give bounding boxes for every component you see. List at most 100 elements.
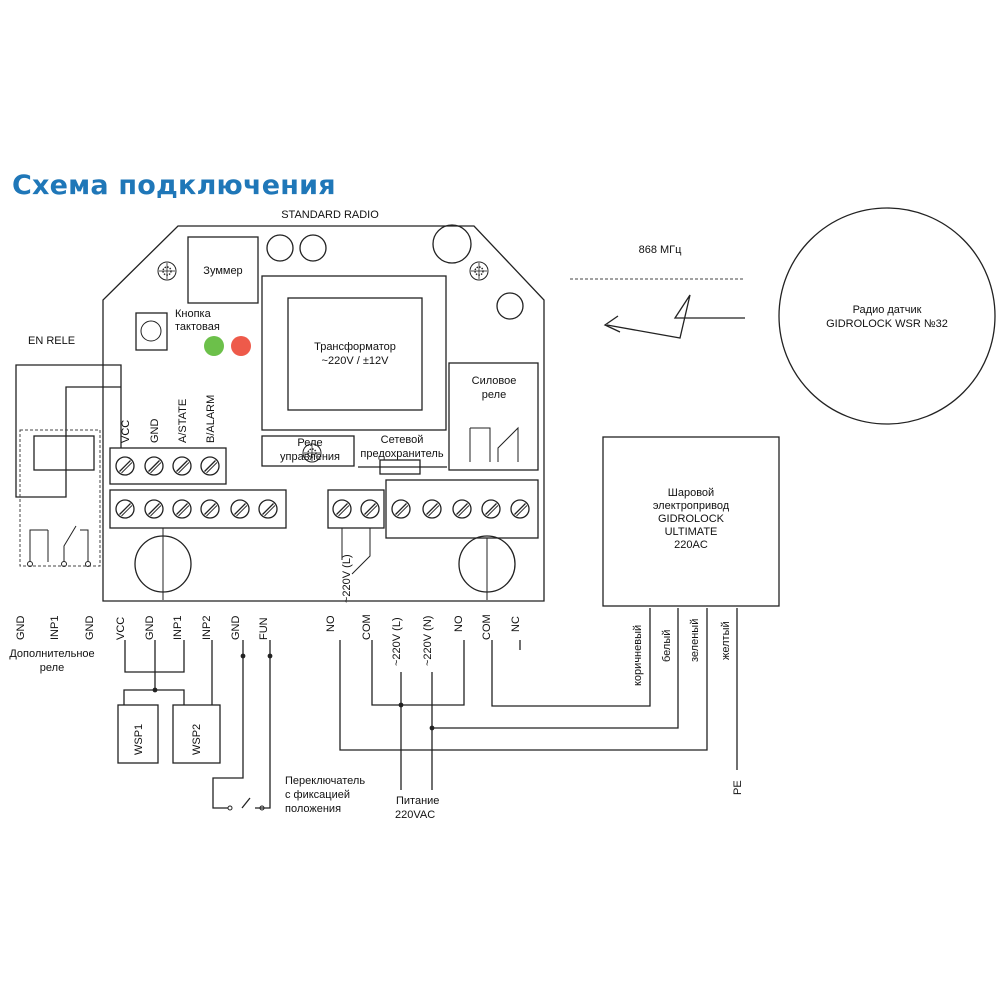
power-label-2: 220VAC — [395, 809, 435, 821]
bottom-terminal-label: GND — [230, 616, 242, 641]
button-label-2: тактовая — [175, 321, 220, 333]
terminal-dot — [27, 561, 33, 567]
control-relay-label-2: управления — [280, 451, 340, 463]
terminal-screw-icon — [258, 499, 278, 519]
transformer-label-2: ~220V / ±12V — [322, 355, 390, 367]
actuator-label: электропривод — [653, 500, 730, 512]
round-component-4 — [496, 292, 524, 320]
radio-sensor — [778, 207, 996, 425]
external-relay-module — [19, 429, 101, 567]
external-relay-coil — [33, 435, 95, 471]
terminal-screw-icon — [115, 456, 135, 476]
en-rele-wire — [15, 364, 122, 498]
power-n-wire — [431, 608, 679, 790]
pe-label: PE — [732, 780, 744, 795]
terminal-screw-icon — [115, 499, 135, 519]
switch-contact — [259, 805, 265, 811]
buzzer-box — [187, 236, 259, 304]
sensor-label-2: GIDROLOCK WSR №32 — [826, 318, 948, 330]
power-terminal-label: NO — [325, 615, 337, 632]
power-terminal-label: ~220V (L) — [391, 617, 403, 666]
ext-relay-label-2: реле — [40, 662, 64, 674]
wsp1-sensor — [117, 704, 159, 764]
bottom-terminal-label: INP1 — [172, 616, 184, 640]
transformer-label-1: Трансформатор — [314, 341, 396, 353]
terminal-screw-icon — [360, 499, 380, 519]
terminal-screw-icon — [452, 499, 472, 519]
top-terminal-label: B/ALARM — [205, 395, 217, 443]
bottom-left-terminal-block — [109, 489, 287, 529]
power-relay-contact-icon — [469, 426, 519, 462]
ext-relay-terminal-label: GND — [84, 616, 96, 641]
power-terminal-label: COM — [481, 614, 493, 640]
power-label-1: Питание — [396, 795, 439, 807]
terminal-screw-icon — [144, 456, 164, 476]
page-title: Схема подключения — [12, 170, 336, 201]
terminal-screw-icon — [510, 499, 530, 519]
top-terminal-block — [109, 447, 227, 485]
terminal-screw-icon — [422, 499, 442, 519]
ball-valve-actuator — [602, 436, 780, 607]
ext-relay-terminal-label: GND — [15, 616, 27, 641]
transformer-outer — [261, 275, 447, 431]
standard-radio-label: STANDARD RADIO — [281, 209, 379, 221]
power-terminal-label: COM — [361, 614, 373, 640]
actuator-label: 220AC — [674, 539, 708, 551]
control-relay-label-1: Реле — [297, 437, 322, 449]
inner-220v-label: ~220V (L) — [341, 554, 353, 603]
relay-terminal-block — [327, 489, 385, 529]
ext-relay-terminal-label: INP1 — [49, 616, 61, 640]
wire-color-label: белый — [661, 630, 673, 662]
controller-board — [102, 225, 545, 602]
terminal-screw-icon — [200, 456, 220, 476]
tactile-button — [135, 312, 168, 351]
terminal-screw-icon — [332, 499, 352, 519]
junction-dot — [267, 653, 273, 659]
round-component-2 — [299, 234, 327, 262]
frequency-label: 868 МГц — [639, 244, 683, 256]
button-label-1: Кнопка — [175, 308, 212, 320]
power-terminal-label: NO — [453, 615, 465, 632]
actuator-label: Шаровой — [668, 487, 714, 499]
terminal-screw-icon — [391, 499, 411, 519]
terminal-screw-icon — [172, 499, 192, 519]
bottom-terminal-label: VCC — [115, 617, 127, 640]
wsp2-sensor — [172, 704, 221, 764]
wsp-wire — [123, 640, 185, 705]
buzzer-label: Зуммер — [203, 265, 242, 277]
terminal-screw-icon — [172, 456, 192, 476]
switch-label-2: с фиксацией — [285, 789, 350, 801]
actuator-label: ULTIMATE — [665, 526, 718, 538]
mount-hole-icon — [157, 261, 177, 281]
en-rele-label: EN RELE — [28, 335, 75, 347]
terminal-screw-icon — [230, 499, 250, 519]
top-terminal-label: A/STATE — [177, 399, 189, 443]
switch-label-3: положения — [285, 803, 341, 815]
power-terminal-label: NC — [510, 616, 522, 632]
power-relay — [448, 362, 539, 471]
switch-contact — [227, 805, 233, 811]
wsp2-label: WSP2 — [191, 724, 203, 755]
round-component-3 — [432, 224, 472, 264]
sensor-label-1: Радио датчик — [853, 304, 922, 316]
switch-label-1: Переключатель — [285, 775, 365, 787]
bottom-terminal-label: INP2 — [201, 616, 213, 640]
external-relay-contact-icon — [29, 525, 89, 562]
top-terminal-label: VCC — [120, 420, 132, 443]
terminal-dot — [61, 561, 67, 567]
radio-signal-icon — [606, 294, 745, 339]
round-component-1 — [266, 234, 294, 262]
junction-dot — [429, 725, 435, 731]
wire-color-label: зеленый — [689, 619, 701, 662]
actuator-com-wire — [491, 608, 651, 707]
actuator-label: GIDROLOCK — [658, 513, 725, 525]
power-relay-label-2: реле — [482, 389, 506, 401]
fuse-label-1: Сетевой — [381, 434, 424, 446]
signal-arrow-icon — [603, 315, 621, 333]
fuse-label-2: предохранитель — [360, 448, 443, 460]
junction-dot — [152, 687, 158, 693]
terminal-screw-icon — [144, 499, 164, 519]
switch-wire — [212, 640, 271, 809]
led-green — [204, 336, 224, 356]
